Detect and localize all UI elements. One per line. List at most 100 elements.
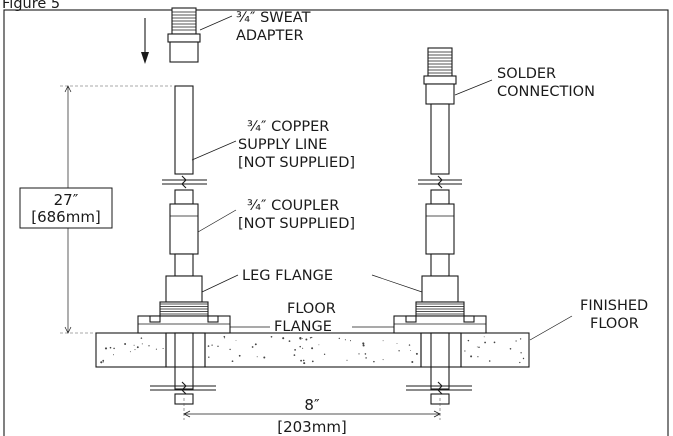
concrete-speckle	[509, 348, 512, 350]
concrete-speckle	[411, 361, 414, 363]
concrete-speckle	[294, 349, 296, 351]
concrete-speckle	[270, 335, 273, 338]
concrete-speckle	[162, 347, 164, 350]
concrete-speckle	[254, 343, 257, 346]
left-assembly	[137, 7, 231, 405]
concrete-speckle	[229, 348, 231, 351]
concrete-speckle	[362, 344, 365, 347]
concrete-speckle	[155, 348, 157, 350]
concrete-speckle	[303, 362, 306, 365]
concrete-speckle	[318, 344, 320, 346]
concrete-speckle	[113, 347, 115, 350]
copper-supply-label-line3: [NOT SUPPLIED]	[238, 155, 355, 171]
sweat-adapter-label-line2: ADAPTER	[236, 28, 304, 44]
copper-pipe-mid-left	[174, 189, 194, 205]
concrete-speckle	[346, 359, 348, 361]
pipe-break-upper-left	[162, 175, 207, 189]
concrete-speckle	[124, 343, 127, 345]
finished-floor-label-line2: FLOOR	[590, 316, 639, 332]
concrete-speckle	[211, 344, 213, 346]
concrete-speckle	[464, 350, 466, 352]
concrete-speckle	[102, 359, 105, 362]
concrete-speckle	[102, 361, 104, 363]
concrete-speckle	[408, 344, 411, 346]
slab-segment-right	[460, 332, 530, 368]
concrete-speckle	[217, 345, 219, 348]
concrete-speckle	[231, 360, 234, 363]
floor-hole-left	[165, 332, 206, 368]
leg-flange-right	[421, 275, 459, 303]
figure-title: Figure 5	[2, 0, 60, 12]
concrete-speckle	[470, 355, 473, 358]
concrete-speckle	[364, 353, 367, 355]
concrete-speckle	[299, 337, 302, 340]
spacing-value: 8″	[304, 396, 320, 414]
concrete-texture	[100, 335, 525, 365]
leg-flange-threads-right	[415, 301, 465, 317]
concrete-speckle	[478, 346, 480, 349]
coupler-label-line2: [NOT SUPPLIED]	[238, 216, 355, 232]
concrete-speckle	[133, 344, 135, 346]
concrete-speckle	[129, 351, 131, 353]
concrete-speckle	[235, 340, 237, 341]
floor-flange-label-line1: FLOOR	[287, 301, 336, 317]
copper-supply-label-line1: ¾″ COPPER	[247, 119, 329, 135]
concrete-speckle	[515, 340, 517, 342]
solder-connection-label-line2: CONNECTION	[497, 84, 595, 100]
floor-flange-right	[393, 315, 487, 334]
concrete-speckle	[365, 357, 367, 359]
concrete-speckle	[338, 337, 340, 340]
copper-pipe-through-floor-left	[174, 332, 194, 390]
concrete-speckle	[302, 347, 304, 349]
concrete-speckle	[293, 354, 296, 356]
floor-slab	[95, 332, 530, 368]
concrete-speckle	[519, 338, 522, 340]
concrete-speckle	[305, 338, 308, 341]
concrete-speckle	[263, 356, 266, 359]
concrete-speckle	[282, 337, 285, 340]
pipe-break-upper-right	[418, 175, 462, 189]
concrete-speckle	[140, 337, 143, 339]
concrete-speckle	[100, 361, 103, 364]
leg-flange-threads-left	[159, 301, 209, 317]
spacing-dimension: 8″ [203mm]	[183, 396, 441, 436]
concrete-speckle	[104, 347, 108, 350]
pipe-break-lower-left	[150, 381, 216, 395]
concrete-speckle	[358, 353, 360, 355]
copper-pipe-upper-left	[174, 85, 194, 175]
concrete-speckle	[141, 343, 143, 345]
concrete-speckle	[382, 359, 384, 361]
concrete-speckle	[488, 360, 491, 362]
concrete-speckle	[409, 349, 411, 351]
concrete-speckle	[207, 345, 210, 347]
concrete-speckle	[483, 336, 485, 338]
concrete-speckle	[396, 342, 398, 344]
right-assembly	[393, 47, 487, 405]
concrete-speckle	[344, 339, 346, 341]
concrete-speckle	[136, 346, 139, 349]
sweat-adapter-installed	[423, 47, 457, 105]
concrete-speckle	[302, 338, 303, 339]
concrete-speckle	[251, 346, 254, 348]
concrete-speckle	[477, 356, 479, 358]
concrete-speckle	[299, 345, 301, 348]
coupler-right	[425, 203, 455, 255]
concrete-speckle	[349, 340, 352, 342]
concrete-speckle	[520, 352, 522, 354]
coupler-left	[169, 203, 199, 255]
concrete-speckle	[148, 345, 150, 347]
floor-flange-left	[137, 315, 231, 334]
concrete-speckle	[484, 341, 487, 344]
pipe-break-lower-right	[406, 381, 472, 395]
concrete-speckle	[223, 335, 226, 338]
floor-hole-right	[420, 332, 462, 368]
concrete-speckle	[309, 337, 312, 339]
concrete-speckle	[134, 349, 136, 351]
concrete-speckle	[311, 347, 314, 350]
concrete-speckle	[288, 340, 291, 342]
concrete-speckle	[256, 356, 258, 358]
copper-pipe-upper-right	[430, 103, 450, 175]
callout-labels: ¾″ SWEAT ADAPTER SOLDER CONNECTION ¾″ CO…	[236, 10, 648, 335]
leg-flange-label: LEG FLANGE	[242, 268, 333, 284]
